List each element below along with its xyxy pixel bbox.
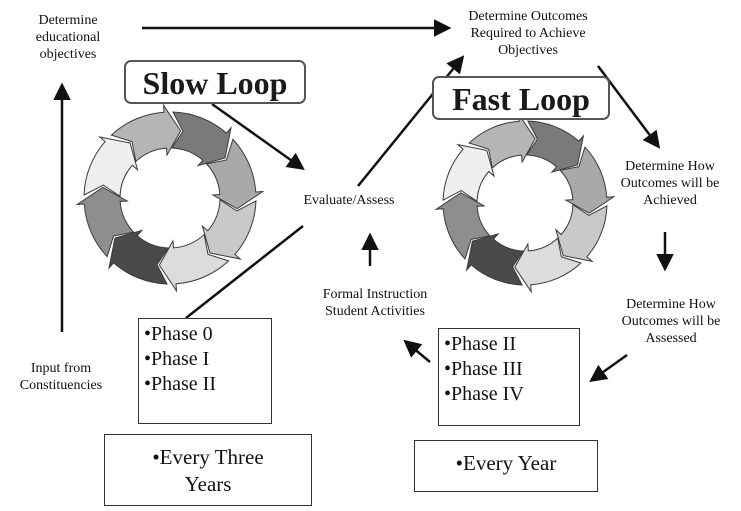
label-input-constituencies: Input from Constituencies xyxy=(19,361,103,393)
arrow-how-assessed-to-fast-phases xyxy=(589,353,628,383)
phase-item: •Phase I xyxy=(144,348,210,370)
slow-loop-interval: •Every Three Years xyxy=(104,434,312,506)
phase-item: •Phase II xyxy=(144,373,216,395)
arrow-fast-phases-to-instruction xyxy=(403,339,431,363)
phase-item: •Phase II xyxy=(444,333,516,355)
cycle-arrow-segment xyxy=(434,192,491,260)
fast-loop-phases: •Phase II •Phase III •Phase IV xyxy=(438,328,580,426)
arrow-slowloop-to-evaluate xyxy=(211,102,305,171)
cycle-arrow-segment xyxy=(559,146,616,214)
fast-loop-interval: •Every Year xyxy=(414,440,598,492)
cycle-arrow-segment xyxy=(205,138,265,210)
label-determine-outcomes: Determine Outcomes Required to Achieve O… xyxy=(468,9,588,58)
cycle-arrow-segment xyxy=(83,136,139,198)
slow-loop-cycle-icon xyxy=(75,103,265,293)
cycle-arrow-segment xyxy=(75,186,135,258)
fast-loop-cycle-icon xyxy=(434,112,616,294)
label-formal-instruction: Formal Instruction Student Activities xyxy=(322,287,428,319)
phase-item: •Phase IV xyxy=(444,383,524,405)
cycle-arrow-segment xyxy=(158,233,230,293)
cycle-arrow-segment xyxy=(201,198,257,260)
cycle-arrow-segment xyxy=(108,229,170,285)
label-determine-objectives: Determine educational objectives xyxy=(35,13,101,62)
label-determine-how-achieved: Determine How Outcomes will be Achieved xyxy=(620,159,720,208)
cycle-arrow-segment xyxy=(170,111,232,167)
phase-item: •Phase III xyxy=(444,358,523,380)
slow-loop-phases: •Phase 0 •Phase I •Phase II xyxy=(138,318,272,424)
fast-loop-title: Fast Loop xyxy=(432,76,610,120)
cycle-arrow-segment xyxy=(514,237,582,294)
slow-loop-title: Slow Loop xyxy=(124,60,306,104)
cycle-arrow-segment xyxy=(110,103,182,163)
cycle-arrow-segment xyxy=(525,120,585,173)
cycle-arrow-segment xyxy=(442,143,495,203)
cycle-arrow-segment xyxy=(468,112,536,169)
cycle-arrow-segment xyxy=(555,203,608,263)
line-evaluate-to-slow-phases xyxy=(185,225,304,319)
label-determine-how-assessed: Determine How Outcomes will be Assessed xyxy=(621,297,721,346)
label-evaluate-assess: Evaluate/Assess xyxy=(303,193,395,208)
cycle-arrow-segment xyxy=(465,233,525,286)
phase-item: •Phase 0 xyxy=(144,323,213,345)
